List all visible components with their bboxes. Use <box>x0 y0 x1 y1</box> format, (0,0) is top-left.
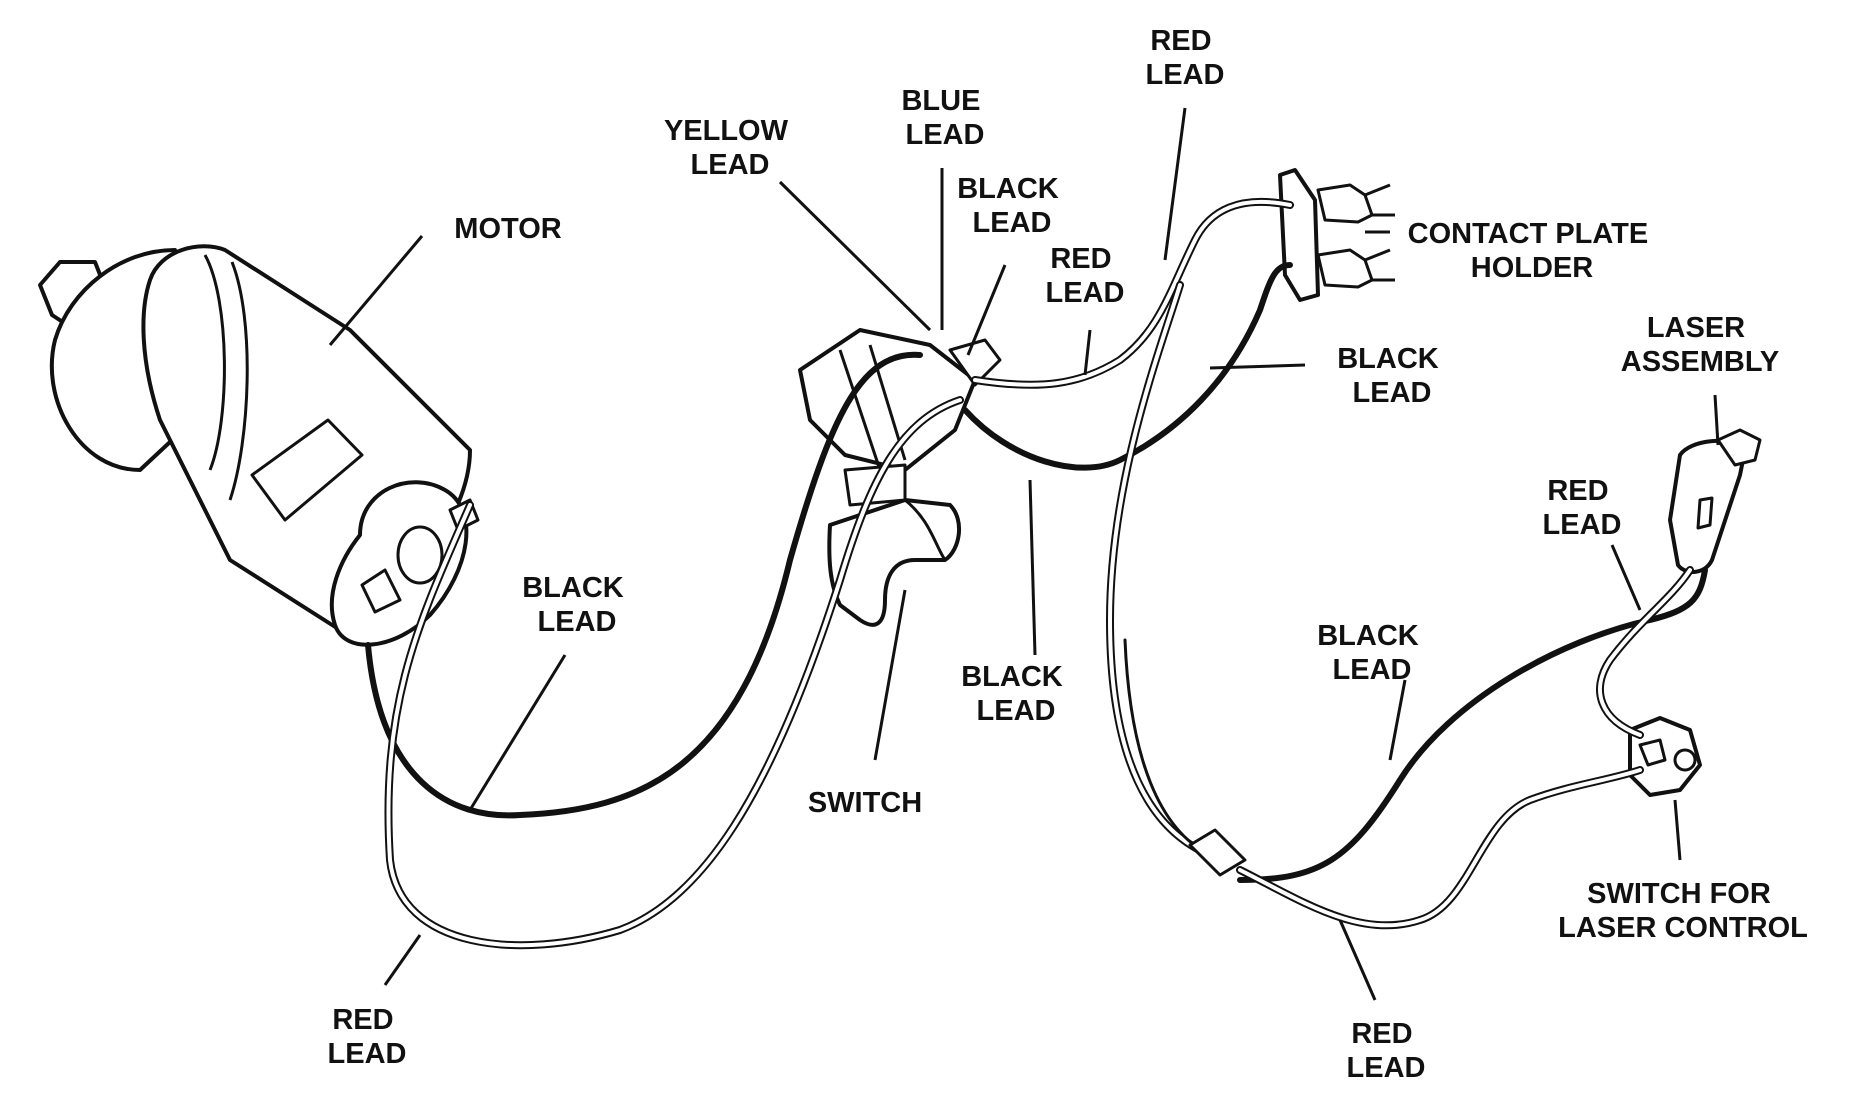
leader-lines <box>328 107 1720 1001</box>
label-black-lead-center: BLACK LEAD <box>961 661 1071 727</box>
label-blue-lead: BLUE LEAD <box>901 85 988 151</box>
label-red-lead-laser: RED LEAD <box>1543 475 1622 541</box>
label-red-lead-bottom-left: RED LEAD <box>328 1004 407 1070</box>
label-yellow-lead: YELLOW LEAD <box>664 115 796 181</box>
laser-control-switch <box>1628 716 1702 797</box>
wiring <box>365 197 1708 950</box>
label-laser-assembly: LASER ASSEMBLY <box>1621 312 1779 378</box>
label-black-lead-lower-right: BLACK LEAD <box>1317 620 1427 686</box>
labels: MOTOR YELLOW LEAD BLUE LEAD BLACK LEAD R… <box>328 25 1808 1084</box>
label-black-lead-switch: BLACK LEAD <box>957 173 1067 239</box>
label-red-lead-top: RED LEAD <box>1146 25 1225 91</box>
label-black-lead-right: BLACK LEAD <box>1337 343 1447 409</box>
label-red-lead-bottom-right: RED LEAD <box>1347 1018 1426 1084</box>
label-contact-plate-holder: CONTACT PLATE HOLDER <box>1408 218 1657 284</box>
label-motor: MOTOR <box>454 213 561 245</box>
label-switch-for-laser-control: SWITCH FOR LASER CONTROL <box>1558 878 1808 944</box>
label-black-lead-motor: BLACK LEAD <box>522 572 632 638</box>
laser-assembly <box>1668 428 1762 574</box>
motor <box>38 244 480 647</box>
contact-plate-holder <box>1278 168 1395 302</box>
trigger-switch <box>798 328 1002 627</box>
label-red-lead-mid: RED LEAD <box>1046 243 1125 309</box>
label-switch: SWITCH <box>808 787 922 819</box>
